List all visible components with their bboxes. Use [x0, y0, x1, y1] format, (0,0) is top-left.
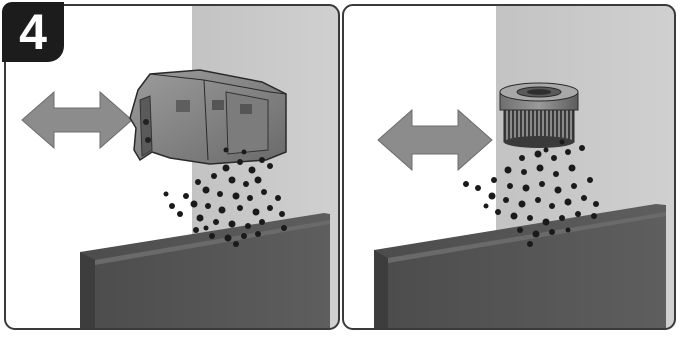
filter-cover-icon: [130, 70, 286, 164]
step-number-badge: 4: [2, 2, 64, 62]
panel-remove-filter: [343, 5, 675, 334]
cartridge-filter-icon: [500, 83, 578, 148]
